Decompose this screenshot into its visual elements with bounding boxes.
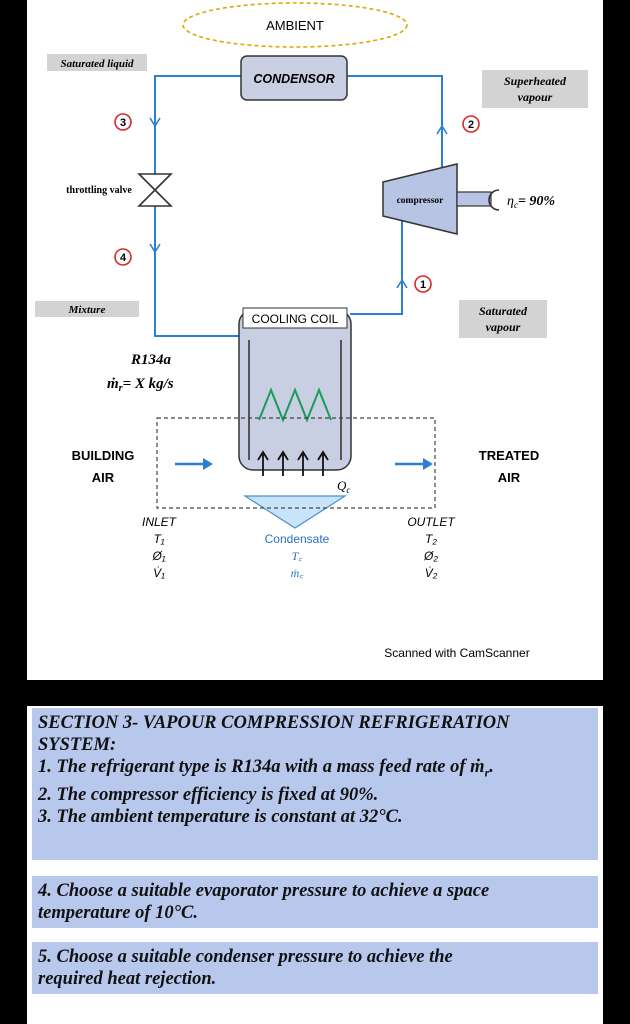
- compressor-shape: [382, 163, 458, 235]
- flow-arrows: [149, 117, 448, 289]
- svg-text:3: 3: [120, 117, 126, 129]
- condensor-label: CONDENSOR: [253, 72, 334, 86]
- shaft-rotation-icon: [488, 189, 500, 211]
- treated-air-label: AIR: [498, 470, 521, 485]
- section-item-4-line2: temperature of 10°C.: [38, 903, 199, 923]
- heat-arrows: [257, 450, 329, 476]
- ambient-label: AMBIENT: [266, 18, 324, 33]
- mixture-bg: [35, 301, 139, 317]
- state-1: 1: [414, 275, 432, 293]
- svg-text:T₁: T₁: [153, 532, 164, 546]
- throttling-valve-label: throttling valve: [66, 185, 132, 196]
- condensor-box: [240, 55, 348, 101]
- state-3: 3: [114, 113, 132, 131]
- section-item-2: 2. The compressor efficiency is fixed at…: [38, 784, 379, 805]
- coil-zigzag: [258, 387, 332, 423]
- throttling-valve-icon: [137, 173, 173, 207]
- svg-text:Condensate: Condensate: [265, 532, 330, 546]
- svg-text:V̇₂: V̇₂: [425, 566, 438, 580]
- refrigeration-cycle-diagram: AMBIENT CONDENSOR Saturated liquid Super…: [35, 2, 588, 660]
- control-volume: [156, 417, 436, 509]
- section-main-block: SECTION 3- VAPOUR COMPRESSION REFRIGERAT…: [32, 708, 598, 860]
- svg-text:1: 1: [420, 279, 426, 291]
- svg-text:T꜀: T꜀: [292, 549, 304, 563]
- treated-label: TREATED: [479, 448, 539, 463]
- section-item-3: 3. The ambient temperature is constant a…: [38, 806, 403, 827]
- saturated-vapour-bg: [459, 300, 547, 338]
- mixture-label: Mixture: [68, 304, 106, 316]
- qc-label: Qc: [337, 478, 350, 495]
- outlet-air-arrow: [395, 458, 433, 470]
- section-item-1: 1. The refrigerant type is R134a with a …: [38, 757, 494, 780]
- svg-text:T₂: T₂: [425, 532, 437, 546]
- inlet-air-arrow: [175, 458, 213, 470]
- cooling-coil-label: COOLING COIL: [252, 312, 339, 326]
- building-label: BUILDING: [72, 448, 135, 463]
- saturated-liquid-bg: [47, 54, 147, 71]
- mass-flow-label: ṁr= X kg/s: [107, 376, 174, 394]
- superheated-vapour-bg: [482, 70, 588, 108]
- scanner-note: Scanned with CamScanner: [384, 646, 529, 660]
- svg-text:V̇₁: V̇₁: [153, 566, 165, 580]
- section-item-4-line1: 4. Choose a suitable evaporator pressure…: [38, 881, 490, 901]
- superheated-label: Superheated: [504, 74, 567, 88]
- saturated-vapour-word: vapour: [486, 320, 521, 334]
- svg-text:INLET: INLET: [142, 515, 178, 529]
- cooling-coil-label-bg: [242, 307, 348, 329]
- compressor-shaft: [456, 191, 492, 207]
- saturated-liquid-label: Saturated liquid: [60, 58, 134, 70]
- section-item-5-block: 5. Choose a suitable condenser pressure …: [32, 942, 598, 994]
- saturated-label: Saturated: [479, 304, 528, 318]
- compressor-label: compressor: [397, 196, 445, 206]
- text-panel: SECTION 3- VAPOUR COMPRESSION REFRIGERAT…: [27, 706, 603, 1024]
- svg-text:ṁ꜀: ṁ꜀: [291, 566, 305, 580]
- efficiency-label: ηc= 90%: [507, 194, 555, 210]
- state-4: 4: [114, 248, 132, 266]
- svg-text:Ø₁: Ø₁: [151, 549, 165, 563]
- svg-text:OUTLET: OUTLET: [407, 515, 456, 529]
- svg-text:4: 4: [120, 252, 127, 264]
- svg-text:2: 2: [468, 119, 474, 131]
- section-heading-line1: SECTION 3- VAPOUR COMPRESSION REFRIGERAT…: [38, 713, 510, 733]
- section-heading-line2: SYSTEM:: [38, 735, 117, 755]
- svg-text:Ø₂: Ø₂: [423, 549, 438, 563]
- refrigerant-label: R134a: [130, 352, 172, 368]
- pipes: [154, 75, 443, 337]
- section-item-5-line2: required heat rejection.: [38, 969, 217, 989]
- condensate-tray: [242, 495, 348, 529]
- building-air-label: AIR: [92, 470, 115, 485]
- inlet-block: INLET T₁ Ø₁ V̇₁: [142, 515, 178, 580]
- vapour-label: vapour: [518, 90, 553, 104]
- diagram-panel: AMBIENT CONDENSOR Saturated liquid Super…: [27, 0, 603, 680]
- state-2: 2: [462, 115, 480, 133]
- section-item-5-line1: 5. Choose a suitable condenser pressure …: [38, 947, 453, 967]
- ambient-ellipse: [182, 2, 408, 48]
- outlet-block: OUTLET T₂ Ø₂ V̇₂: [407, 515, 456, 580]
- condensate-block: Condensate T꜀ ṁ꜀: [265, 532, 330, 580]
- section-item-4-block: 4. Choose a suitable evaporator pressure…: [32, 876, 598, 928]
